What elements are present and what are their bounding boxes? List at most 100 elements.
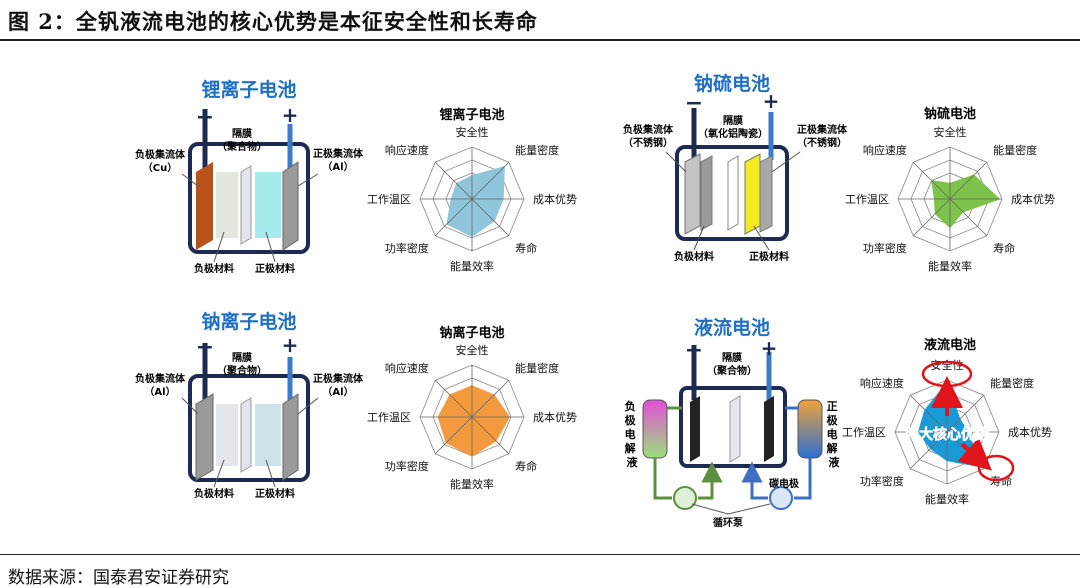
flow-pos-pump-icon <box>769 486 793 510</box>
li-pos-material-leader <box>265 231 276 263</box>
flow-neg-pump-icon <box>673 486 697 510</box>
na-pos-collector-label: 正极集流体 <box>313 372 364 385</box>
radar-axis-label: 成本优势 <box>1008 425 1052 439</box>
li-neg-collector-label: 负极集流体 <box>135 148 186 161</box>
flow-pos-electrolyte-label: 正 极 电 解 液 <box>827 400 842 469</box>
li-separator-sub: （聚合物） <box>217 140 267 153</box>
flow-neg-pipe-return <box>698 461 723 500</box>
radar-spoke <box>434 416 473 455</box>
li-heading: 锂离子电池 <box>201 78 296 101</box>
li-neg-material-label: 负极材料 <box>194 262 234 275</box>
radar-axis-label: 寿命 <box>515 459 537 473</box>
na-separator-sub: （聚合物） <box>217 364 267 377</box>
minus-icon: − <box>196 105 214 130</box>
flow-callout-text: 两大核心优势 <box>905 426 989 443</box>
na-pos-collector-plate <box>282 393 299 481</box>
flow-separator-sub: （聚合物） <box>707 364 757 377</box>
na-neg-collector-label: 负极集流体 <box>135 372 186 385</box>
na-pos-collector-sub: （Al） <box>322 385 353 398</box>
radar-spoke <box>949 198 988 237</box>
na-separator-plate <box>240 397 252 473</box>
li-pos-collector-label: 正极集流体 <box>313 147 364 160</box>
li-separator-label: 隔膜 <box>232 127 252 140</box>
li-neg-collector-sub: （Cu） <box>143 161 177 174</box>
flow-pos-electrolyte-char: 极 <box>827 413 839 427</box>
na-pos-material-leader <box>265 459 276 488</box>
flow-pump-leader-left <box>691 503 729 515</box>
flow-separator-plate <box>729 395 741 463</box>
plus-icon: + <box>761 336 778 360</box>
nas-pos-collector-label: 正极集流体 <box>797 123 848 136</box>
radar-axis-label: 安全性 <box>931 358 964 372</box>
radar-axis-label: 工作温区 <box>845 193 889 206</box>
nas-neg-material-label: 负极材料 <box>674 250 714 263</box>
radar-spoke <box>949 161 988 200</box>
flow-neg-tank <box>642 399 668 459</box>
radar-axis-label: 能量密度 <box>993 143 1037 157</box>
flow-lifespan-arrow <box>957 437 992 471</box>
nas-separator-sub: （氧化铝陶瓷） <box>698 127 768 140</box>
flow-neg-electrolyte-char: 极 <box>625 413 637 427</box>
nas-neg-material-plate <box>700 155 713 231</box>
plus-icon: + <box>763 89 780 113</box>
radar-axis-label: 成本优势 <box>533 192 577 206</box>
na-pos-material-label: 正极材料 <box>255 487 295 500</box>
li-pos-material-block <box>255 172 281 238</box>
radar-spoke <box>912 198 951 237</box>
flow-carbon-electrode-label: 碳电极 <box>769 477 800 490</box>
radar-axis-label: 响应速度 <box>860 376 904 390</box>
flow-neg-electrolyte-char: 电 <box>625 427 636 441</box>
radar-flow-title: 液流电池 <box>924 337 976 353</box>
na-heading: 钠离子电池 <box>201 310 296 333</box>
minus-icon: − <box>685 338 703 363</box>
figure-source: 数据来源：国泰君安证券研究 <box>8 568 229 588</box>
flow-pos-pipe-return <box>741 461 768 500</box>
radar-axis-label: 功率密度 <box>863 241 907 255</box>
nas-battery-diagram: 钠硫电池 − + 隔膜 （氧化铝陶瓷） 负极集流体 （不锈钢） 正极集流体 （不… <box>623 72 848 263</box>
nas-neg-collector-label: 负极集流体 <box>623 123 674 136</box>
nas-pos-material-plate <box>744 153 761 235</box>
radar-axis-label: 能量效率 <box>928 259 972 273</box>
li-neg-material-leader <box>213 231 225 263</box>
flow-pos-electrolyte-char: 电 <box>827 427 838 441</box>
radar-spoke <box>912 161 951 200</box>
nas-neg-collector-sub: （不锈钢） <box>623 136 673 149</box>
radar-spoke <box>909 394 948 433</box>
radar-axis-label: 能量密度 <box>515 361 559 375</box>
nas-separator-label: 隔膜 <box>723 114 743 127</box>
li-neg-collector-leader <box>181 173 199 187</box>
radar-spoke <box>434 379 473 418</box>
radar-spoke <box>471 198 510 237</box>
radar-axis-label: 工作温区 <box>842 426 886 439</box>
radar-spoke <box>909 431 948 470</box>
flow-battery-diagram: 液流电池 − + 隔膜 （聚合物） 负 极 电 解 液 正 极 电 解 液 <box>625 316 842 529</box>
radar-axis-label: 寿命 <box>993 241 1015 255</box>
radar-axis-label: 工作温区 <box>367 193 411 206</box>
nas-heading: 钠硫电池 <box>694 72 770 95</box>
nas-pos-material-label: 正极材料 <box>749 250 789 263</box>
radar-axis-label: 功率密度 <box>385 459 429 473</box>
radar-area-na <box>437 385 511 457</box>
na-neg-collector-leader <box>181 397 199 415</box>
li-battery-diagram: 锂离子电池 − + 隔膜 （聚合物） 负极集流体 （Cu） 正极集流体 （Al）… <box>135 78 364 275</box>
plus-icon: + <box>282 103 299 127</box>
radar-axis-label: 功率密度 <box>385 241 429 255</box>
flow-neg-electrolyte-char: 负 <box>625 399 636 413</box>
radar-axis-label: 工作温区 <box>367 411 411 424</box>
nas-neg-collector-plate <box>684 153 701 235</box>
radar-nas-title: 钠硫电池 <box>924 106 976 122</box>
flow-separator-label: 隔膜 <box>722 351 742 364</box>
radar-axis-label: 响应速度 <box>385 143 429 157</box>
radar-axis-label: 能量密度 <box>990 376 1034 390</box>
radar-li-title: 锂离子电池 <box>439 107 504 123</box>
na-neg-material-leader <box>213 459 225 488</box>
radar-spoke <box>471 161 510 200</box>
li-pos-collector-sub: （Al） <box>322 160 353 173</box>
na-neg-material-block <box>216 404 238 466</box>
radar-axis-label: 安全性 <box>456 125 489 139</box>
flow-neg-electrode <box>690 396 700 462</box>
